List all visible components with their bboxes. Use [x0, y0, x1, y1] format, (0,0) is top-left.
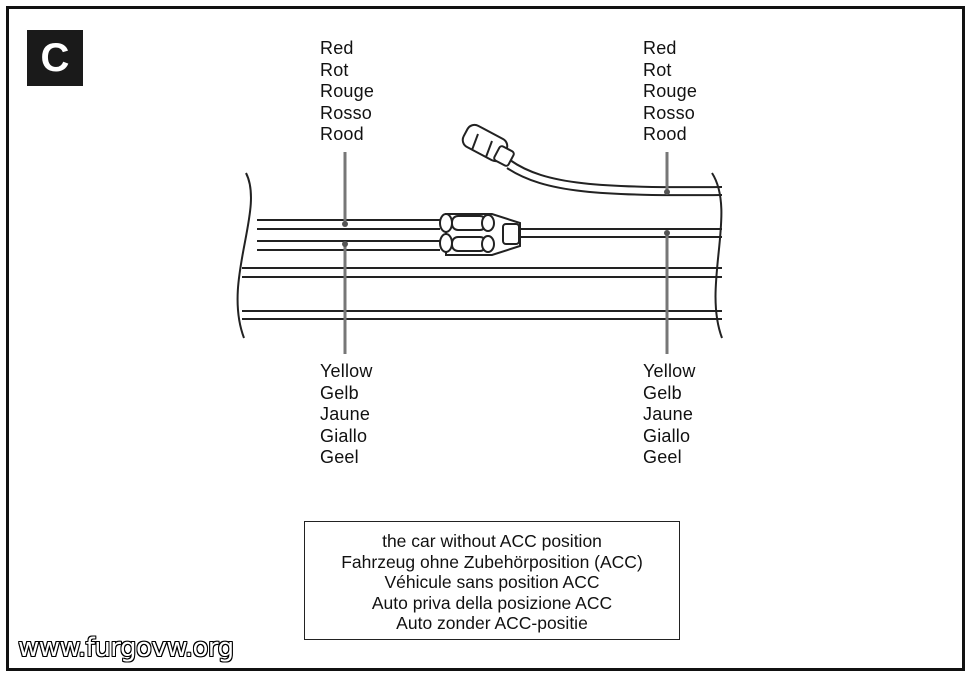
label-line: Geel	[320, 447, 359, 467]
small-plug-connector	[461, 123, 515, 167]
upper-lead	[509, 159, 723, 189]
bottom-left-wire-label: Yellow Gelb Jaune Giallo Geel	[320, 361, 373, 469]
caption-line: Auto zonder ACC-positie	[396, 613, 588, 633]
caption-line: Fahrzeug ohne Zubehörposition (ACC)	[341, 551, 643, 572]
bottom-right-wire-label: Yellow Gelb Jaune Giallo Geel	[643, 361, 696, 469]
panel-letter-badge: C	[27, 30, 83, 86]
upper-lead	[506, 167, 723, 197]
label-line: Yellow	[320, 361, 373, 381]
label-line: Rood	[643, 124, 687, 144]
label-line: Giallo	[320, 425, 368, 446]
top-left-wire-label: Red Rot Rouge Rosso Rood	[320, 38, 374, 146]
label-line: Rot	[320, 59, 349, 80]
leader-dot	[342, 241, 348, 247]
label-line: Yellow	[643, 361, 696, 381]
label-line: Jaune	[643, 404, 694, 424]
leader-dot	[664, 189, 670, 195]
label-line: Rouge	[643, 81, 698, 101]
label-line: Jaune	[320, 404, 371, 424]
label-line: Rosso	[320, 102, 373, 123]
label-line: Gelb	[320, 382, 359, 403]
label-line: Red	[643, 38, 677, 58]
caption-line: the car without ACC position	[382, 531, 602, 551]
caption-line: Auto priva della posizione ACC	[371, 592, 613, 613]
leader-dot	[664, 230, 670, 236]
leader-dot	[342, 221, 348, 227]
watermark: www.furgovw.org	[18, 633, 234, 663]
label-line: Rosso	[643, 102, 696, 123]
harness-left-edge	[236, 172, 252, 339]
label-line: Gelb	[643, 382, 682, 403]
label-line: Geel	[643, 447, 682, 467]
label-line: Red	[320, 38, 354, 58]
label-line: Rouge	[320, 81, 375, 101]
top-right-wire-label: Red Rot Rouge Rosso Rood	[643, 38, 697, 146]
caption-line: Véhicule sans position ACC	[384, 572, 600, 592]
caption-box: the car without ACC position Fahrzeug oh…	[304, 521, 680, 640]
label-line: Rood	[320, 124, 364, 144]
diagram-frame	[6, 6, 965, 671]
label-line: Giallo	[643, 425, 691, 446]
label-line: Rot	[643, 59, 672, 80]
double-plug-connector	[439, 213, 521, 256]
harness-right-edge	[711, 172, 723, 339]
